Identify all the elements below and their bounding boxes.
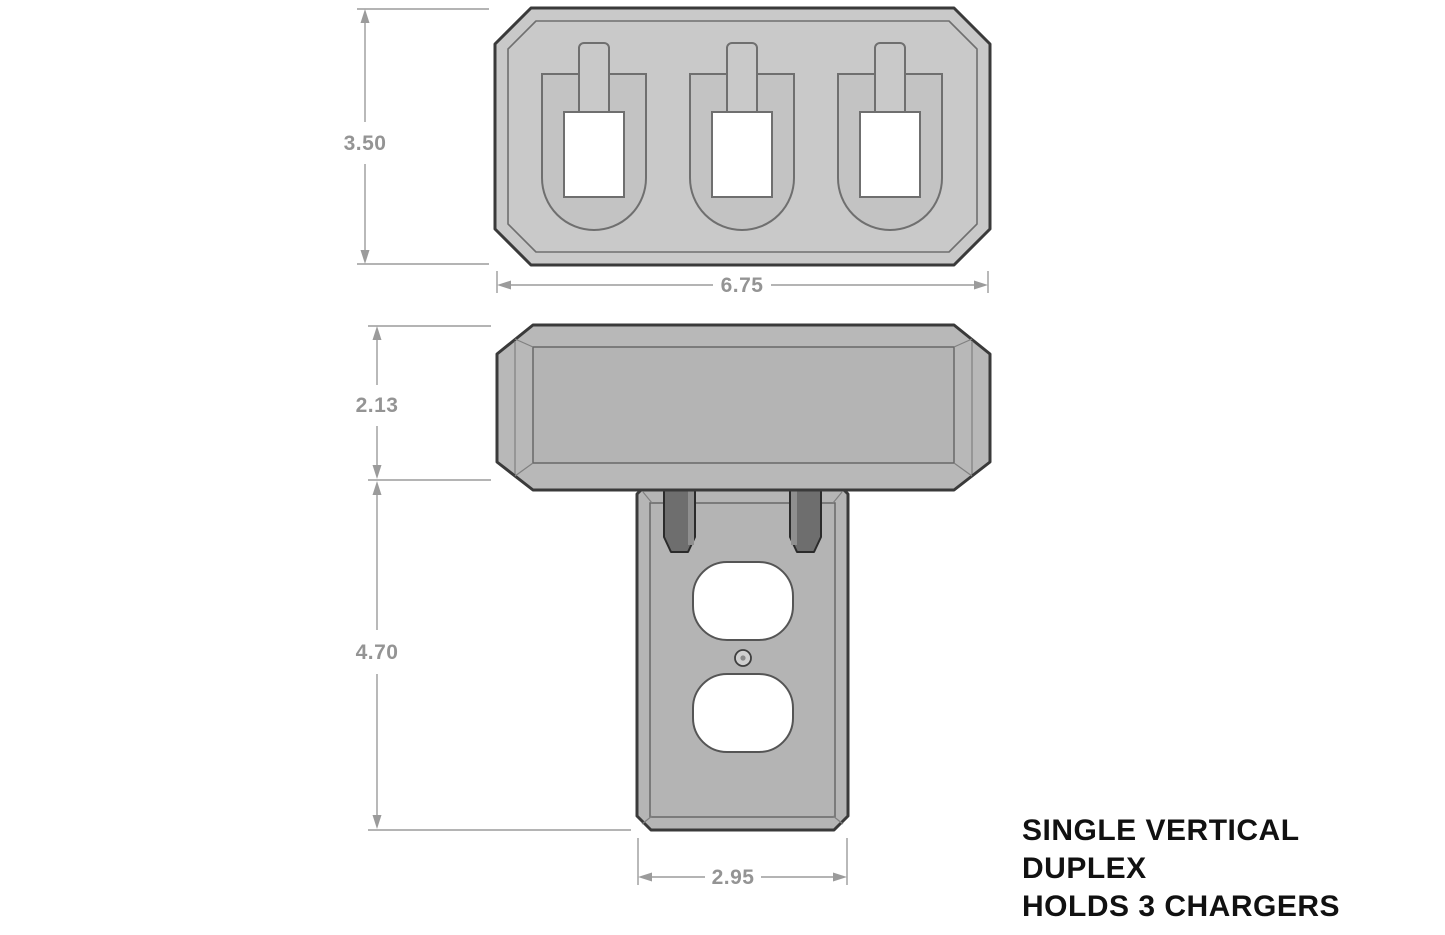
mounting-clip-right-edge: [791, 487, 797, 545]
mounting-clip-left-edge: [688, 487, 694, 545]
dim-label-top-width: 6.75: [721, 274, 764, 297]
plate-bevel-line: [832, 491, 843, 504]
arrowhead: [638, 872, 652, 882]
plate-bevel-line: [642, 491, 653, 504]
caption-line-3: HOLDS 3 CHARGERS: [1022, 890, 1340, 923]
dim-top-height: 3.50: [344, 8, 489, 265]
shelf-bevel-line: [514, 462, 534, 477]
dim-shelf-height: 2.13: [356, 325, 491, 481]
arrowhead: [360, 250, 370, 264]
center-screw-hole: [740, 655, 746, 661]
arrowhead: [497, 280, 511, 290]
plate-bevel-line: [832, 815, 844, 825]
arrowhead: [360, 9, 370, 23]
caption-line-2: DUPLEX: [1022, 852, 1147, 885]
shelf-bevel-line: [514, 338, 534, 348]
shelf-front-face: [532, 346, 955, 464]
dim-label-top-height: 3.50: [344, 132, 387, 155]
top-view-bevel-edge: [507, 20, 978, 253]
charger-slot-1: [541, 42, 647, 231]
arrowhead: [372, 326, 382, 340]
shelf-bevel-line: [953, 338, 973, 348]
top-view: [493, 6, 992, 267]
cord-slot: [726, 42, 758, 118]
dim-label-plate-height: 4.70: [356, 641, 399, 664]
arrowhead: [372, 815, 382, 829]
shelf-front-view: [495, 323, 992, 492]
charger-window: [711, 111, 773, 198]
plate-bevel-line: [641, 815, 653, 825]
arrowhead: [974, 280, 988, 290]
cord-slot: [874, 42, 906, 118]
dim-plate-height: 4.70: [356, 481, 631, 831]
cord-slot: [578, 42, 610, 118]
outlet-opening-top: [692, 561, 794, 641]
dimensions: 3.50 6.75 2.13: [344, 8, 989, 889]
charger-slot-2: [689, 42, 795, 231]
charger-window: [563, 111, 625, 198]
outlet-opening-bottom: [692, 673, 794, 753]
arrowhead: [833, 872, 847, 882]
dim-top-width: 6.75: [496, 271, 989, 297]
arrowhead: [372, 465, 382, 479]
outlet-plate: [635, 478, 850, 832]
shelf-bevel-line: [953, 462, 973, 477]
dim-label-plate-width: 2.95: [712, 866, 755, 889]
charger-slot-3: [837, 42, 943, 231]
charger-window: [859, 111, 921, 198]
dim-plate-width: 2.95: [637, 838, 848, 889]
arrowhead: [372, 481, 382, 495]
caption-block: SINGLE VERTICAL DUPLEX HOLDS 3 CHARGERS: [1022, 814, 1340, 923]
dim-label-shelf-height: 2.13: [356, 394, 399, 417]
caption-line-1: SINGLE VERTICAL: [1022, 814, 1300, 847]
